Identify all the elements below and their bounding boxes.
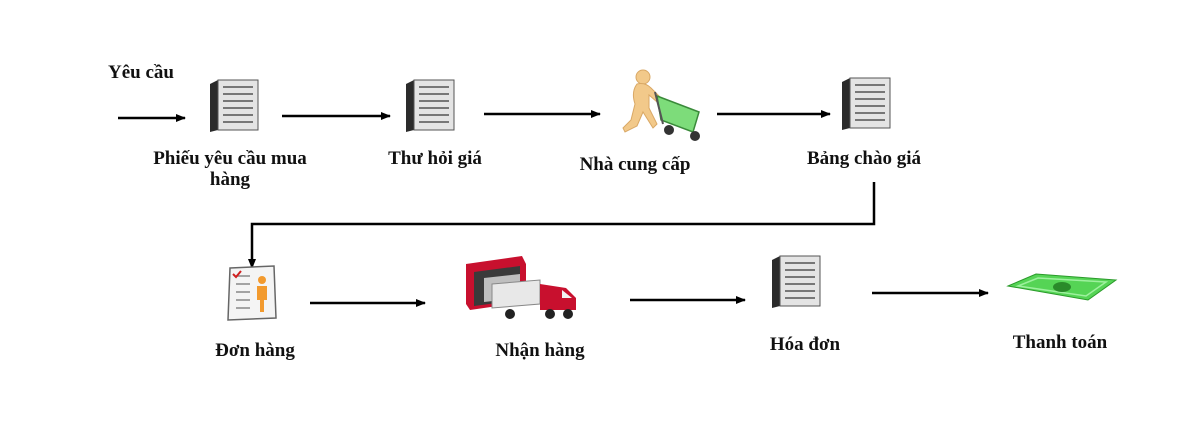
start-label: Yêu cầu (108, 62, 174, 83)
step-label-invoice: Hóa đơn (769, 334, 841, 355)
money-bill-icon (1006, 273, 1118, 301)
document-icon (842, 77, 891, 130)
step-label-purchase-request: Phiếu yêu cầu mua hàng (153, 148, 307, 190)
step-label-payment: Thanh toán (1012, 332, 1108, 353)
step-label-quotation: Bảng chào giá (806, 148, 922, 169)
order-form-icon (227, 265, 277, 321)
step-label-order: Đơn hàng (215, 340, 295, 361)
document-icon (406, 79, 455, 132)
step-label-receiving: Nhận hàng (495, 340, 585, 361)
document-icon (210, 79, 259, 132)
step-label-supplier: Nhà cung cấp (579, 154, 691, 175)
delivery-truck-icon (466, 256, 576, 319)
person-cart-icon (622, 69, 700, 141)
document-icon (772, 255, 821, 308)
step-label-rfq: Thư hỏi giá (388, 148, 482, 169)
arrow-quotation-to-order (248, 182, 876, 269)
